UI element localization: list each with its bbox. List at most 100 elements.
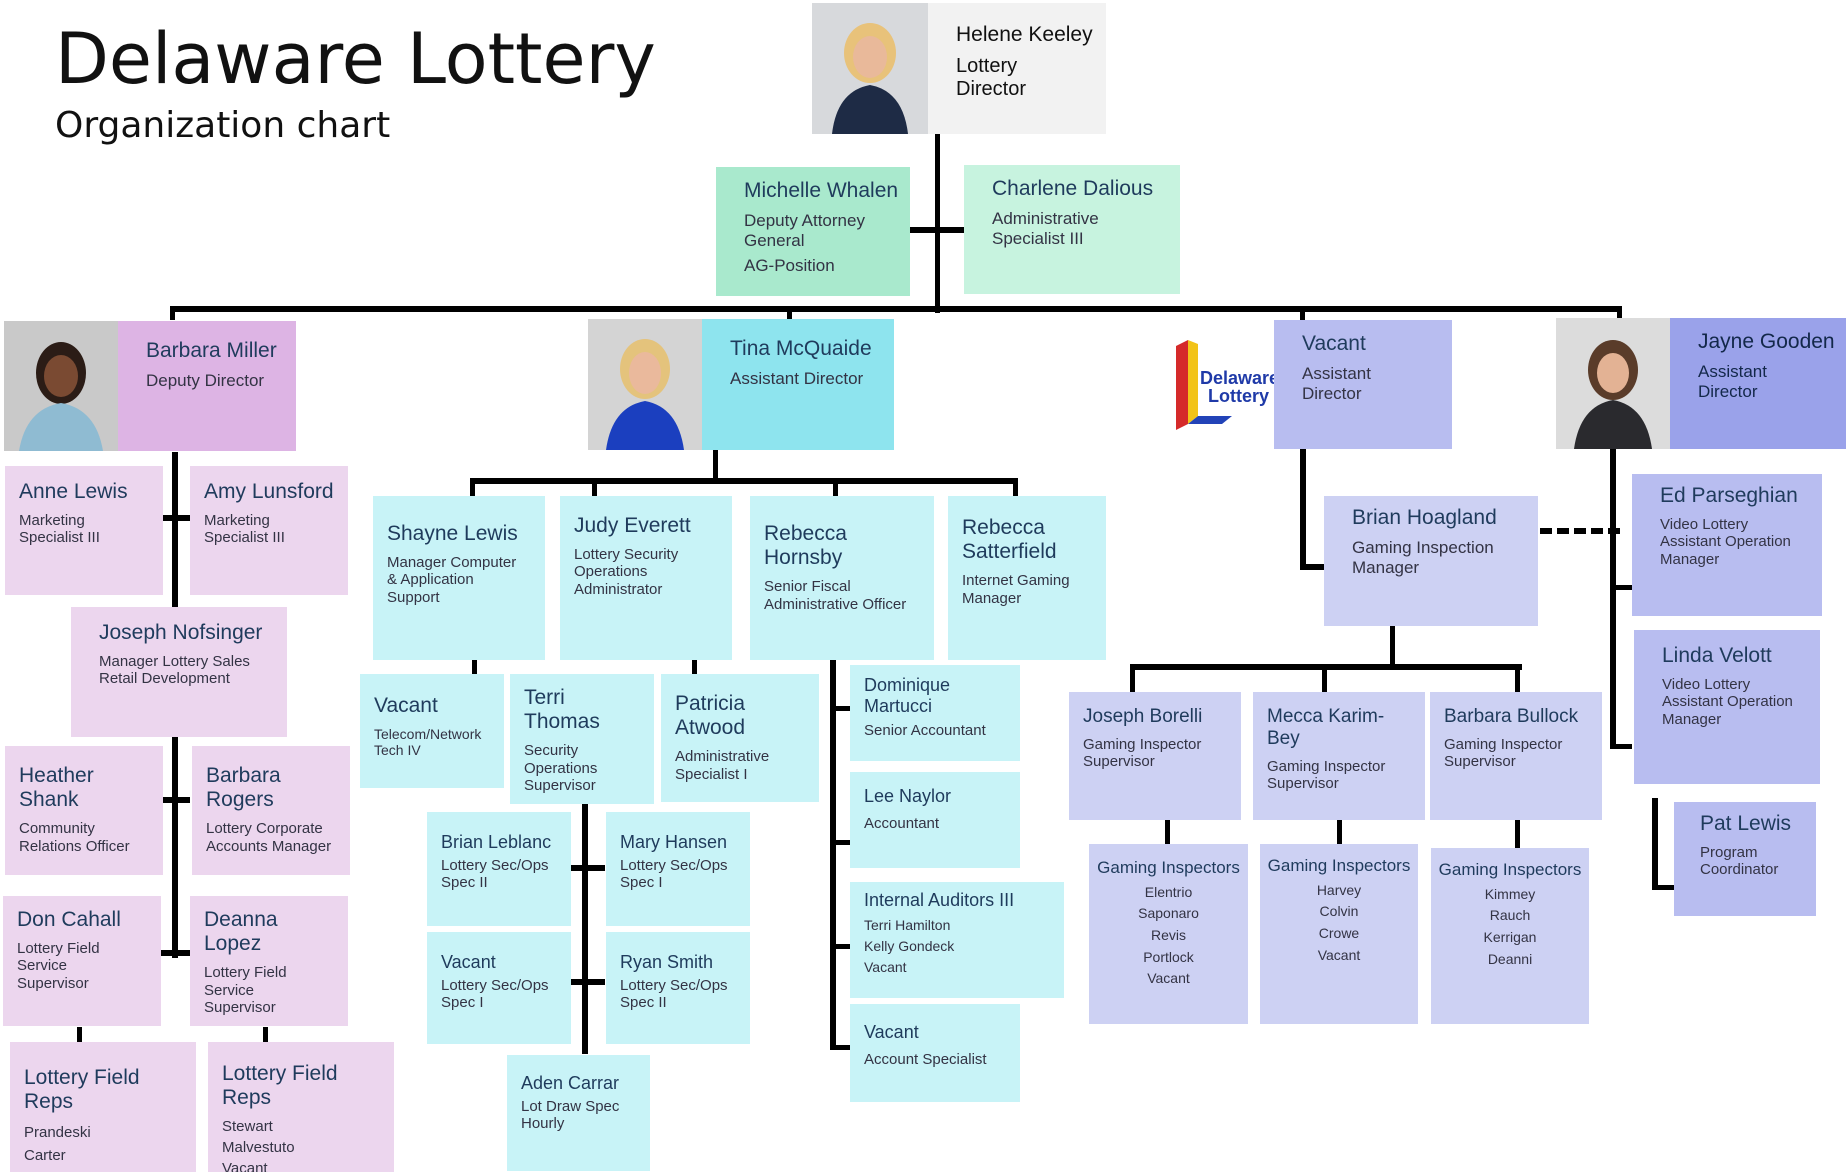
shayne-lewis-title: Manager Computer & Application Support	[387, 554, 517, 606]
shayne-lewis-name: Shayne Lewis	[387, 522, 518, 545]
vacant-secops-box: Vacant Lottery Sec/Ops Spec I	[427, 932, 571, 1044]
deputy-director-name: Barbara Miller	[146, 339, 277, 362]
joseph-borelli-name: Joseph Borelli	[1083, 706, 1203, 727]
anne-lewis-name: Anne Lewis	[19, 480, 128, 503]
vacant-account-specialist-box: Vacant Account Specialist	[850, 1004, 1020, 1102]
ryan-smith-title: Lottery Sec/Ops Spec II	[620, 976, 728, 1011]
aden-carrar-name: Aden Carrar	[521, 1073, 620, 1093]
jayne-photo	[1556, 318, 1670, 449]
gaming-inspectors-3-members: Kimmey Rauch Kerrigan Deanni	[1483, 885, 1537, 967]
joseph-borelli-title: Gaming Inspector Supervisor	[1083, 735, 1202, 771]
linda-velott-box: Linda Velott Video Lottery Assistant Ope…	[1634, 630, 1820, 784]
barbara-bullock-title: Gaming Inspector Supervisor	[1444, 735, 1563, 771]
barbara-rogers-name: Barbara Rogers	[206, 764, 281, 812]
joseph-borelli-box: Joseph Borelli Gaming Inspector Supervis…	[1069, 692, 1241, 820]
ed-parseghian-title: Video Lottery Assistant Operation Manage…	[1660, 516, 1791, 568]
anne-lewis-box: Anne Lewis Marketing Specialist III	[5, 466, 163, 595]
terri-thomas-name: Terri Thomas	[524, 686, 600, 734]
don-cahall-box: Don Cahall Lottery Field Service Supervi…	[3, 896, 161, 1026]
joseph-nofsinger-title: Manager Lottery Sales Retail Development	[99, 653, 250, 688]
deputy-director-box: Barbara Miller Deputy Director	[118, 321, 296, 451]
jayne-title: Assistant Director	[1698, 362, 1767, 401]
heather-shank-name: Heather Shank	[19, 764, 94, 812]
tina-title: Assistant Director	[730, 369, 864, 389]
director-box: Helene Keeley Lottery Director	[928, 3, 1106, 134]
don-cahall-title: Lottery Field Service Supervisor	[17, 940, 100, 992]
gaming-inspectors-1-members: Elentrio Saponaro Revis Portlock Vacant	[1138, 883, 1199, 987]
gaming-inspectors-2-name: Gaming Inspectors	[1267, 856, 1411, 875]
dotted-line-connector	[1540, 528, 1620, 534]
admin-specialist-box: Charlene Dalious Administrative Speciali…	[964, 165, 1180, 294]
field-reps-1-members: Prandeski Carter	[24, 1124, 91, 1164]
heather-shank-box: Heather Shank Community Relations Office…	[5, 746, 163, 875]
amy-lunsford-name: Amy Lunsford	[204, 480, 334, 503]
patricia-atwood-name: Patricia Atwood	[675, 692, 746, 740]
shayne-lewis-box: Shayne Lewis Manager Computer & Applicat…	[373, 496, 545, 660]
brian-leblanc-name: Brian Leblanc	[441, 832, 552, 852]
vacant-secops-title: Lottery Sec/Ops Spec I	[441, 976, 549, 1011]
logo-line2: Lottery	[1208, 386, 1269, 406]
terri-thomas-title: Security Operations Supervisor	[524, 742, 598, 794]
jayne-box: Jayne Gooden Assistant Director	[1670, 318, 1846, 449]
ryan-smith-box: Ryan Smith Lottery Sec/Ops Spec II	[606, 932, 750, 1044]
deputy-director-photo	[4, 321, 118, 451]
vacant-telecom-title: Telecom/Network Tech IV	[374, 726, 482, 759]
rebecca-hornsby-box: Rebecca Hornsby Senior Fiscal Administra…	[750, 496, 934, 660]
deputy-ag-title: Deputy Attorney General	[744, 211, 865, 250]
field-reps-box-1: Lottery Field Reps Prandeski Carter	[10, 1042, 196, 1172]
gaming-inspectors-box-2: Gaming Inspectors Harvey Colvin Crowe Va…	[1260, 844, 1418, 1024]
joseph-nofsinger-name: Joseph Nofsinger	[99, 621, 263, 644]
vacant-secops-name: Vacant	[441, 952, 496, 972]
jayne-name: Jayne Gooden	[1698, 330, 1835, 353]
deputy-director-title: Deputy Director	[146, 371, 265, 391]
internal-auditors-box: Internal Auditors III Terri Hamilton Kel…	[850, 882, 1064, 998]
dominique-martucci-box: Dominique Martucci Senior Accountant	[850, 665, 1020, 761]
dominique-martucci-name: Dominique Martucci	[864, 675, 951, 716]
rebecca-hornsby-name: Rebecca Hornsby	[764, 522, 847, 570]
lee-naylor-title: Accountant	[864, 814, 940, 832]
vacant-ad-box: Vacant Assistant Director	[1274, 320, 1452, 449]
rebecca-hornsby-title: Senior Fiscal Administrative Officer	[764, 578, 907, 613]
barbara-bullock-box: Barbara Bullock Gaming Inspector Supervi…	[1430, 692, 1602, 820]
patricia-atwood-box: Patricia Atwood Administrative Specialis…	[661, 674, 819, 802]
aden-carrar-box: Aden Carrar Lot Draw Spec Hourly	[507, 1055, 650, 1171]
tina-photo	[588, 319, 702, 450]
don-cahall-name: Don Cahall	[17, 908, 121, 931]
barbara-rogers-title: Lottery Corporate Accounts Manager	[206, 820, 332, 855]
admin-specialist-title: Administrative Specialist III	[992, 209, 1099, 248]
tina-box: Tina McQuaide Assistant Director	[702, 319, 894, 450]
vacant-account-specialist-title: Account Specialist	[864, 1050, 987, 1068]
mecca-karim-bey-box: Mecca Karim-Bey Gaming Inspector Supervi…	[1253, 692, 1425, 820]
amy-lunsford-title: Marketing Specialist III	[204, 512, 285, 547]
director-name: Helene Keeley	[956, 23, 1093, 46]
deputy-ag-box: Michelle Whalen Deputy Attorney General …	[716, 167, 910, 296]
amy-lunsford-box: Amy Lunsford Marketing Specialist III	[190, 466, 348, 595]
delaware-lottery-logo: Delaware Lottery	[1172, 336, 1279, 434]
field-reps-2-members: Stewart Malvestuto Vacant	[222, 1118, 295, 1172]
pat-lewis-name: Pat Lewis	[1700, 812, 1792, 835]
linda-velott-title: Video Lottery Assistant Operation Manage…	[1662, 676, 1793, 728]
brian-hoagland-box: Brian Hoagland Gaming Inspection Manager	[1324, 496, 1538, 626]
deanna-lopez-box: Deanna Lopez Lottery Field Service Super…	[190, 896, 348, 1026]
brian-hoagland-title: Gaming Inspection Manager	[1352, 538, 1494, 577]
lee-naylor-name: Lee Naylor	[864, 786, 952, 806]
internal-auditors-members: Terri Hamilton Kelly Gondeck Vacant	[864, 916, 955, 975]
dominique-martucci-title: Senior Accountant	[864, 722, 986, 740]
vacant-account-specialist-name: Vacant	[864, 1022, 919, 1042]
director-photo	[812, 3, 928, 134]
deputy-ag-note: AG-Position	[744, 256, 835, 276]
gaming-inspectors-box-1: Gaming Inspectors Elentrio Saponaro Revi…	[1089, 844, 1248, 1024]
logo-line1: Delaware	[1200, 368, 1277, 388]
gaming-inspectors-3-name: Gaming Inspectors	[1438, 860, 1582, 879]
barbara-rogers-box: Barbara Rogers Lottery Corporate Account…	[192, 746, 350, 875]
terri-thomas-box: Terri Thomas Security Operations Supervi…	[510, 674, 654, 804]
tina-name: Tina McQuaide	[730, 337, 872, 360]
gaming-inspectors-box-3: Gaming Inspectors Kimmey Rauch Kerrigan …	[1431, 848, 1589, 1024]
brian-leblanc-title: Lottery Sec/Ops Spec II	[441, 856, 549, 891]
field-reps-box-2: Lottery Field Reps Stewart Malvestuto Va…	[208, 1042, 394, 1172]
ed-parseghian-box: Ed Parseghian Video Lottery Assistant Op…	[1632, 474, 1822, 616]
aden-carrar-title: Lot Draw Spec Hourly	[521, 1097, 620, 1132]
deanna-lopez-title: Lottery Field Service Supervisor	[204, 964, 287, 1016]
joseph-nofsinger-box: Joseph Nofsinger Manager Lottery Sales R…	[71, 607, 287, 737]
mecca-karim-bey-name: Mecca Karim-Bey	[1267, 706, 1385, 749]
